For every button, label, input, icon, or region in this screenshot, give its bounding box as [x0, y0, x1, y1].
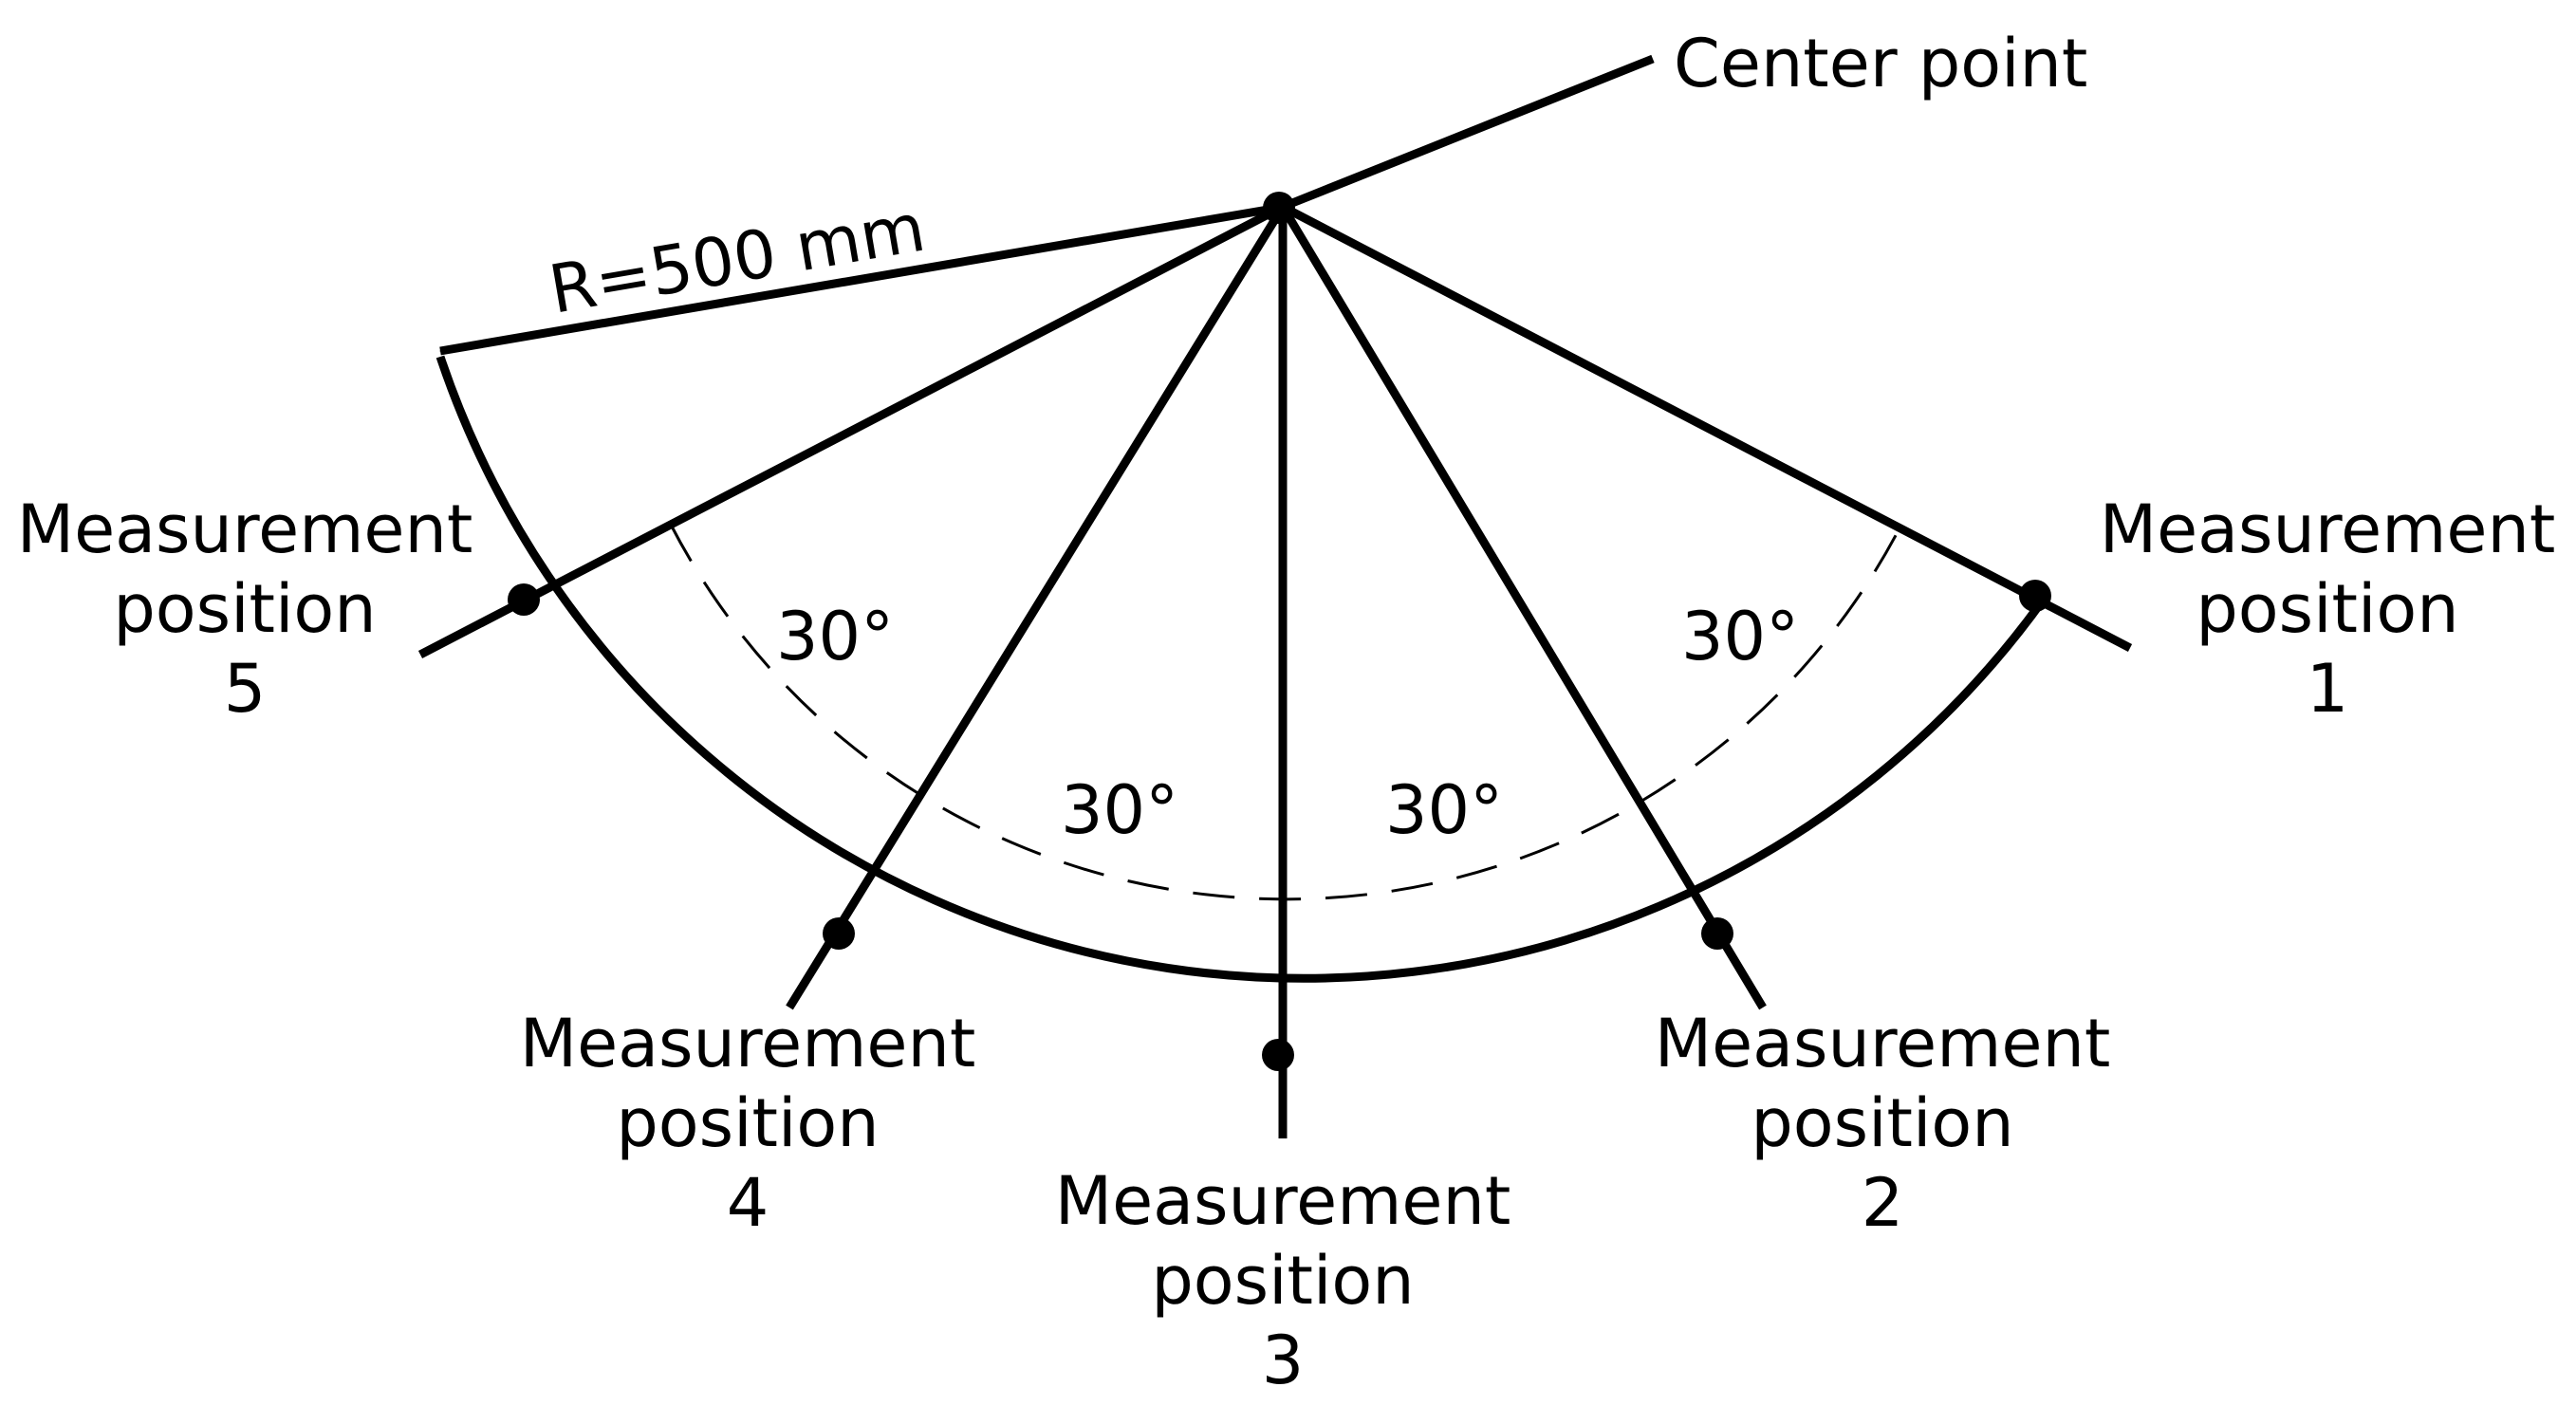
angle-label-right: 30° [1681, 598, 1799, 675]
angle-label-left: 30° [776, 598, 894, 675]
position-5-dot [508, 583, 540, 616]
position-1-line2: position [2196, 570, 2458, 648]
radius-label: R=500 mm [544, 189, 931, 329]
position-2-dot [1701, 917, 1733, 950]
position-4-number: 4 [727, 1164, 769, 1242]
angle-label-center-left: 30° [1061, 771, 1178, 849]
position-5-line2: position [113, 570, 376, 648]
position-2-label: Measurement position 2 [1655, 1005, 2111, 1242]
radius-arrow [439, 203, 1280, 356]
radial-line-position-5 [417, 203, 1286, 658]
position-1-number: 1 [2307, 650, 2349, 728]
position-4-line1: Measurement [520, 1005, 976, 1082]
position-5-label: Measurement position 5 [17, 490, 473, 728]
position-2-number: 2 [1862, 1164, 1904, 1242]
position-1-label: Measurement position 1 [2100, 490, 2556, 728]
position-5-line1: Measurement [17, 490, 473, 568]
position-1-line1: Measurement [2100, 490, 2556, 568]
position-3-line2: position [1151, 1242, 1414, 1320]
radial-line-position-1 [1280, 203, 2133, 652]
position-2-line2: position [1751, 1084, 2013, 1162]
position-4-line2: position [616, 1084, 879, 1162]
position-3-dot [1262, 1039, 1294, 1071]
position-3-label: Measurement position 3 [1055, 1162, 1511, 1399]
radial-line-position-2 [1279, 204, 1767, 1010]
position-2-line1: Measurement [1655, 1005, 2111, 1082]
position-3-number: 3 [1262, 1322, 1305, 1399]
center-point-leader-arrow [1290, 54, 1655, 208]
position-4-label: Measurement position 4 [520, 1005, 976, 1242]
center-point-dot [1263, 192, 1295, 224]
position-1-dot [2019, 580, 2051, 612]
center-point-label: Center point [1674, 25, 2087, 102]
position-5-number: 5 [224, 650, 267, 728]
angle-label-center-right: 30° [1385, 771, 1503, 849]
position-4-dot [823, 917, 855, 950]
position-3-line1: Measurement [1055, 1162, 1511, 1240]
radial-line-position-4 [786, 204, 1287, 1010]
outer-arc [436, 355, 2048, 983]
